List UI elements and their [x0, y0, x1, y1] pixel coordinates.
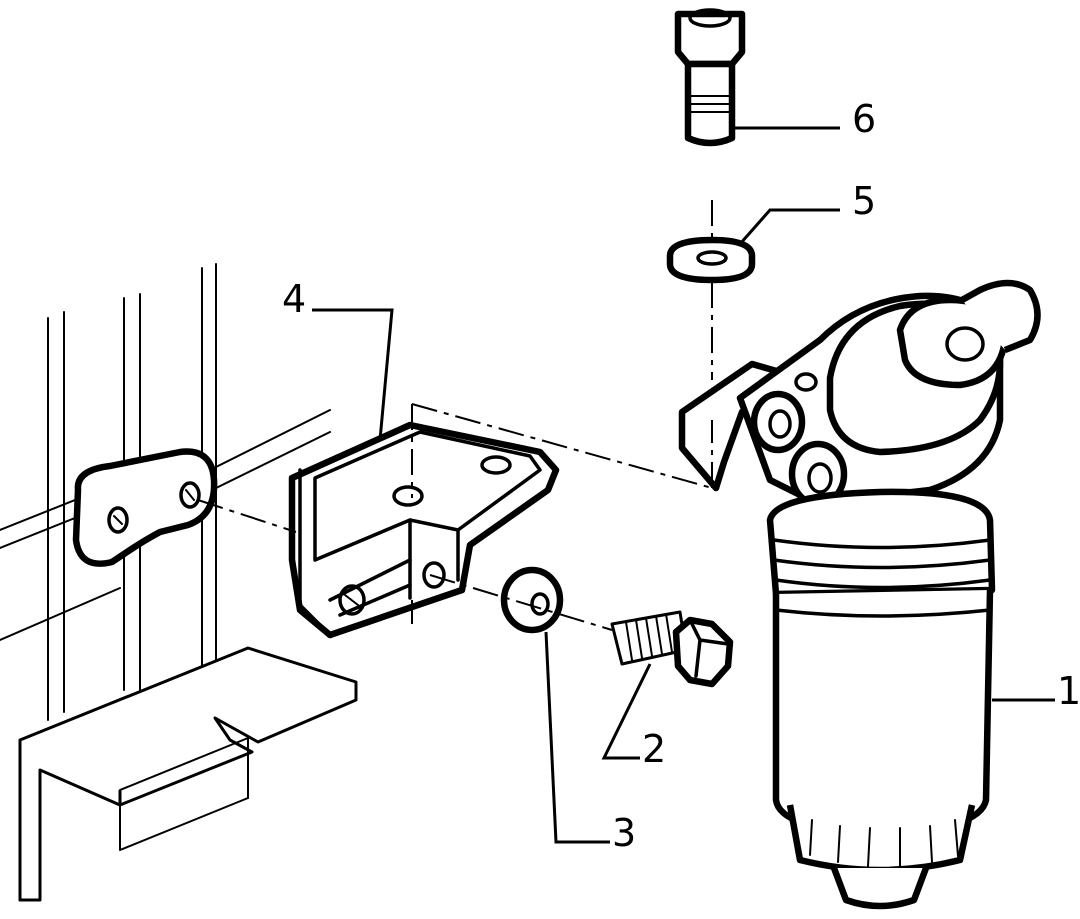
leader-2 [601, 663, 652, 760]
callout-1: 1 [1057, 669, 1080, 713]
callout-2: 2 [642, 727, 666, 771]
leader-5 [738, 208, 840, 245]
filter-assembly-part-1 [678, 279, 1041, 910]
leader-3 [544, 631, 610, 844]
leader-4 [312, 308, 394, 441]
hex-bolt-part-2 [610, 610, 734, 688]
washer-part-5 [666, 236, 756, 284]
vehicle-frame [0, 263, 331, 721]
callout-6: 6 [852, 97, 876, 141]
callout-leaders [312, 126, 1055, 844]
mounting-bracket-part-4 [288, 421, 560, 639]
callout-4: 4 [282, 277, 306, 321]
angle-bracket [18, 646, 358, 902]
socket-bolt-part-6 [674, 8, 746, 147]
callout-labels: 6 5 4 1 2 3 [282, 97, 1080, 855]
washer-part-3 [500, 566, 564, 634]
callout-5: 5 [852, 179, 876, 223]
assembly-centerlines [197, 200, 713, 631]
callout-3: 3 [612, 811, 636, 855]
